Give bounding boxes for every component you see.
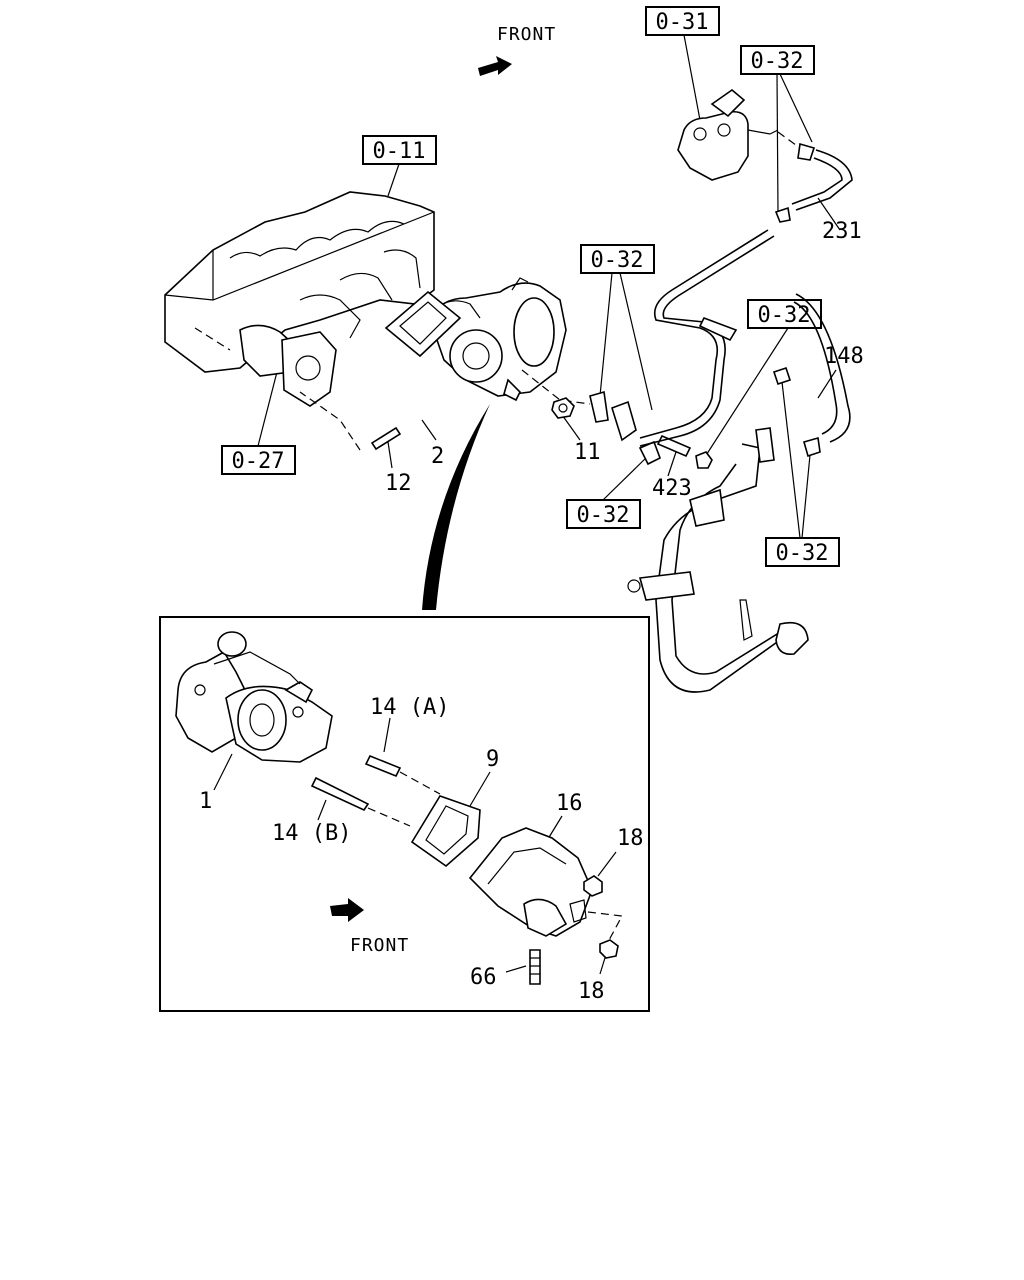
- oil-feed-pipe[interactable]: [639, 229, 775, 447]
- stud-part-66[interactable]: [529, 949, 541, 985]
- part-number-2: 2: [431, 444, 444, 469]
- part-number-231: 231: [822, 219, 862, 244]
- stud-part-12[interactable]: [299, 391, 402, 451]
- svg-text:0-27: 0-27: [232, 449, 285, 474]
- svg-text:0-32: 0-32: [751, 49, 804, 74]
- part-number-11: 11: [574, 440, 601, 465]
- ref-box-0-32-a[interactable]: 0-32: [740, 45, 815, 75]
- turbocharger-upper: [429, 277, 591, 405]
- gasket-part-9[interactable]: [410, 795, 481, 868]
- nut-part-18-b[interactable]: [587, 911, 623, 959]
- ref-box-0-32-d[interactable]: 0-32: [566, 499, 641, 529]
- front-label-top: FRONT: [497, 24, 556, 45]
- water-outlet-assembly: [677, 88, 801, 181]
- ref-box-0-31[interactable]: 0-31: [645, 6, 720, 36]
- svg-text:0-32: 0-32: [776, 541, 829, 566]
- stud-part-423[interactable]: [656, 434, 692, 458]
- part-number-66: 66: [470, 965, 497, 990]
- svg-text:0-32: 0-32: [591, 248, 644, 273]
- svg-text:0-31: 0-31: [656, 10, 709, 35]
- nut-small[interactable]: [695, 451, 713, 469]
- detail-pointer: [422, 404, 490, 610]
- part-number-12: 12: [385, 471, 412, 496]
- part-number-9: 9: [486, 747, 499, 772]
- detail-inset-frame: [159, 616, 650, 1012]
- part-number-423: 423: [652, 476, 692, 501]
- part-number-18-a: 18: [617, 826, 644, 851]
- stud-part-14b[interactable]: [310, 776, 411, 827]
- clip-bracket[interactable]: [589, 390, 637, 442]
- part-number-14b: 14 (B): [272, 821, 351, 846]
- leader-lines-inset: [213, 717, 617, 975]
- part-number-148: 148: [824, 344, 864, 369]
- leader-lines-top: [257, 34, 841, 539]
- hose-part-148[interactable]: [772, 293, 851, 458]
- nut-part-18-a[interactable]: [583, 875, 603, 897]
- turbocharger-part-1[interactable]: [175, 631, 333, 763]
- svg-text:0-32: 0-32: [758, 303, 811, 328]
- front-indicator-top: FRONT: [478, 24, 556, 76]
- hose-part-231[interactable]: [774, 142, 853, 223]
- front-label-inset: FRONT: [350, 935, 409, 956]
- ref-box-0-32-c[interactable]: 0-32: [747, 299, 822, 329]
- ref-box-0-11[interactable]: 0-11: [362, 135, 437, 165]
- part-number-16: 16: [556, 791, 583, 816]
- ref-box-0-32-e[interactable]: 0-32: [765, 537, 840, 567]
- part-number-18-b: 18: [578, 979, 605, 1004]
- cylinder-head-assembly: [164, 191, 435, 407]
- ref-box-0-27[interactable]: 0-27: [221, 445, 296, 475]
- part-number-14a: 14 (A): [370, 695, 449, 720]
- nut-part-11[interactable]: [551, 397, 575, 419]
- gasket-part-2[interactable]: [384, 290, 462, 358]
- part-number-1: 1: [199, 789, 212, 814]
- water-return-pipe[interactable]: [627, 427, 809, 693]
- ref-box-0-32-b[interactable]: 0-32: [580, 244, 655, 274]
- front-arrow-icon: [478, 56, 512, 76]
- svg-text:0-11: 0-11: [373, 139, 426, 164]
- exhaust-outlet-part-16[interactable]: [468, 827, 593, 937]
- front-arrow-inset-icon: [330, 898, 364, 922]
- svg-text:0-32: 0-32: [577, 503, 630, 528]
- stud-part-14a[interactable]: [364, 754, 441, 795]
- front-indicator-inset: FRONT: [330, 898, 409, 956]
